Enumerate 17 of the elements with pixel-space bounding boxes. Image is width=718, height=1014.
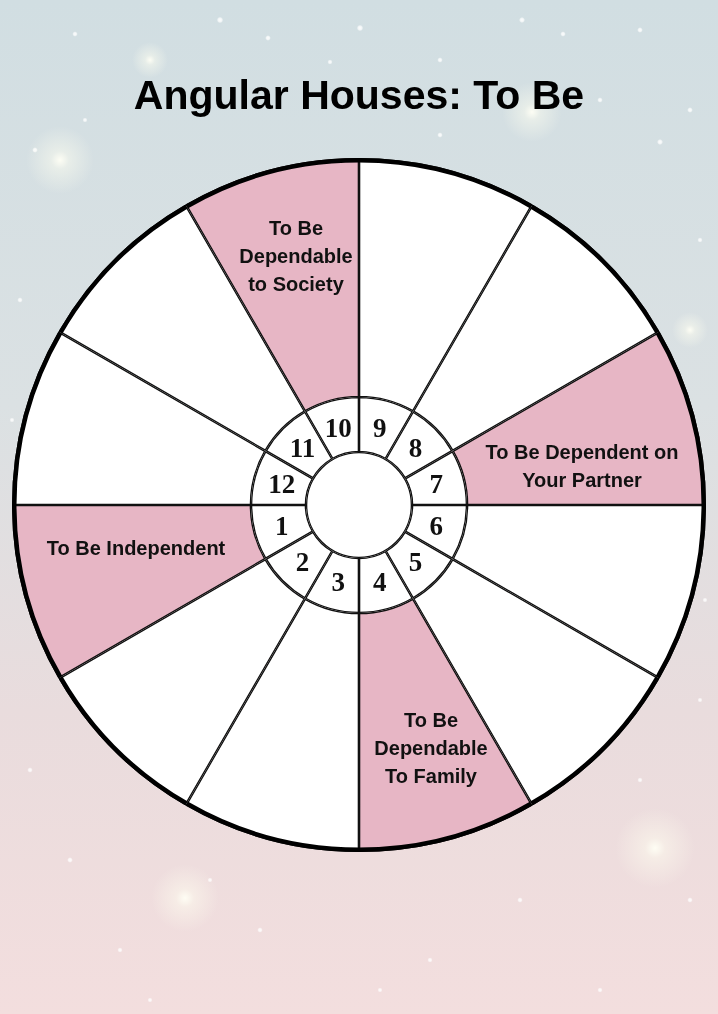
house-label: To Be Dependent on Your Partner <box>484 440 680 493</box>
diagram-title: Angular Houses: To Be <box>133 72 585 120</box>
house-number: 5 <box>408 548 423 576</box>
house-number: 9 <box>372 414 387 442</box>
house-number: 11 <box>289 434 316 462</box>
house-number: 1 <box>274 512 289 540</box>
house-number: 7 <box>429 470 443 498</box>
house-label: To Be Dependable to Society <box>238 216 354 297</box>
house-number: 12 <box>268 470 296 498</box>
house-number: 10 <box>324 414 352 442</box>
house-number: 6 <box>429 512 443 540</box>
house-number: 3 <box>331 568 346 596</box>
house-number: 4 <box>372 568 387 596</box>
house-label: To Be Independent <box>46 536 226 561</box>
house-number: 8 <box>408 434 423 462</box>
house-number: 2 <box>295 548 310 576</box>
house-label: To Be Dependable To Family <box>373 708 489 789</box>
